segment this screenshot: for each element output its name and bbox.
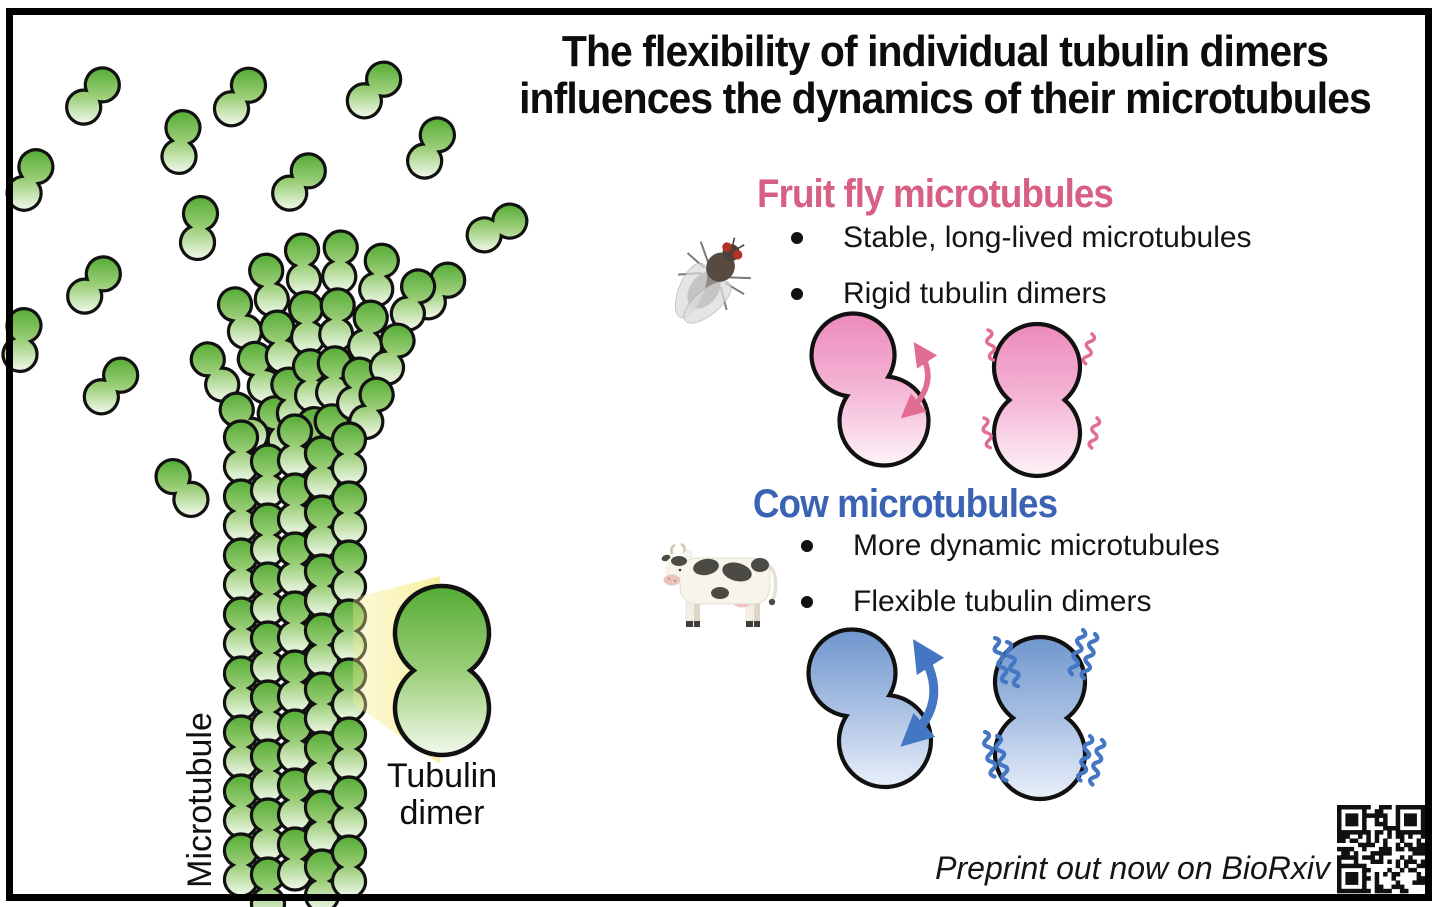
cow-bullet-dynamic: More dynamic microtubules bbox=[798, 528, 1220, 564]
cow-section-heading: Cow microtubules bbox=[752, 482, 1058, 526]
tubulin-dimer-label-line-2: dimer bbox=[399, 794, 485, 832]
tubulin-dimer-large bbox=[392, 583, 492, 758]
cow-bent-dimer bbox=[806, 627, 934, 790]
cow-flex-arrow-icon bbox=[900, 639, 945, 747]
fruit-fly-bullet-list: Stable, long-lived microtubules Rigid tu… bbox=[788, 220, 1252, 332]
fruit-fly-icon bbox=[674, 237, 751, 324]
cow-straight-dimer bbox=[992, 634, 1088, 802]
title-line-1: The flexibility of individual tubulin di… bbox=[561, 27, 1329, 76]
microtubule-label: Microtubule bbox=[181, 712, 219, 888]
tubulin-dimer-label-line-1: Tubulin bbox=[386, 757, 498, 795]
cow-vibration-squiggles bbox=[982, 627, 1107, 787]
title-line-2: influences the dynamics of their microtu… bbox=[519, 74, 1372, 123]
fly-bullet-rigid: Rigid tubulin dimers bbox=[788, 276, 1252, 312]
microtubule-frayed-end bbox=[189, 229, 437, 472]
figure-title: The flexibility of individual tubulin di… bbox=[503, 28, 1387, 122]
cow-bullet-flexible: Flexible tubulin dimers bbox=[798, 584, 1220, 620]
preprint-note: Preprint out now on BioRxiv bbox=[935, 850, 1330, 886]
fly-flex-arrow-icon bbox=[900, 341, 938, 419]
cow-icon bbox=[661, 542, 778, 627]
microtubule bbox=[222, 413, 368, 907]
fly-vibration-squiggles bbox=[981, 328, 1102, 450]
fly-rigid-dimer bbox=[991, 322, 1083, 478]
fly-bullet-stable: Stable, long-lived microtubules bbox=[788, 220, 1252, 256]
qr-code bbox=[1337, 805, 1426, 894]
tubulin-dimer-label: Tubulin dimer bbox=[358, 758, 526, 832]
fruit-fly-section-heading: Fruit fly microtubules bbox=[757, 172, 1114, 216]
fly-bent-dimer bbox=[809, 311, 931, 468]
cow-bullet-list: More dynamic microtubules Flexible tubul… bbox=[798, 528, 1220, 640]
